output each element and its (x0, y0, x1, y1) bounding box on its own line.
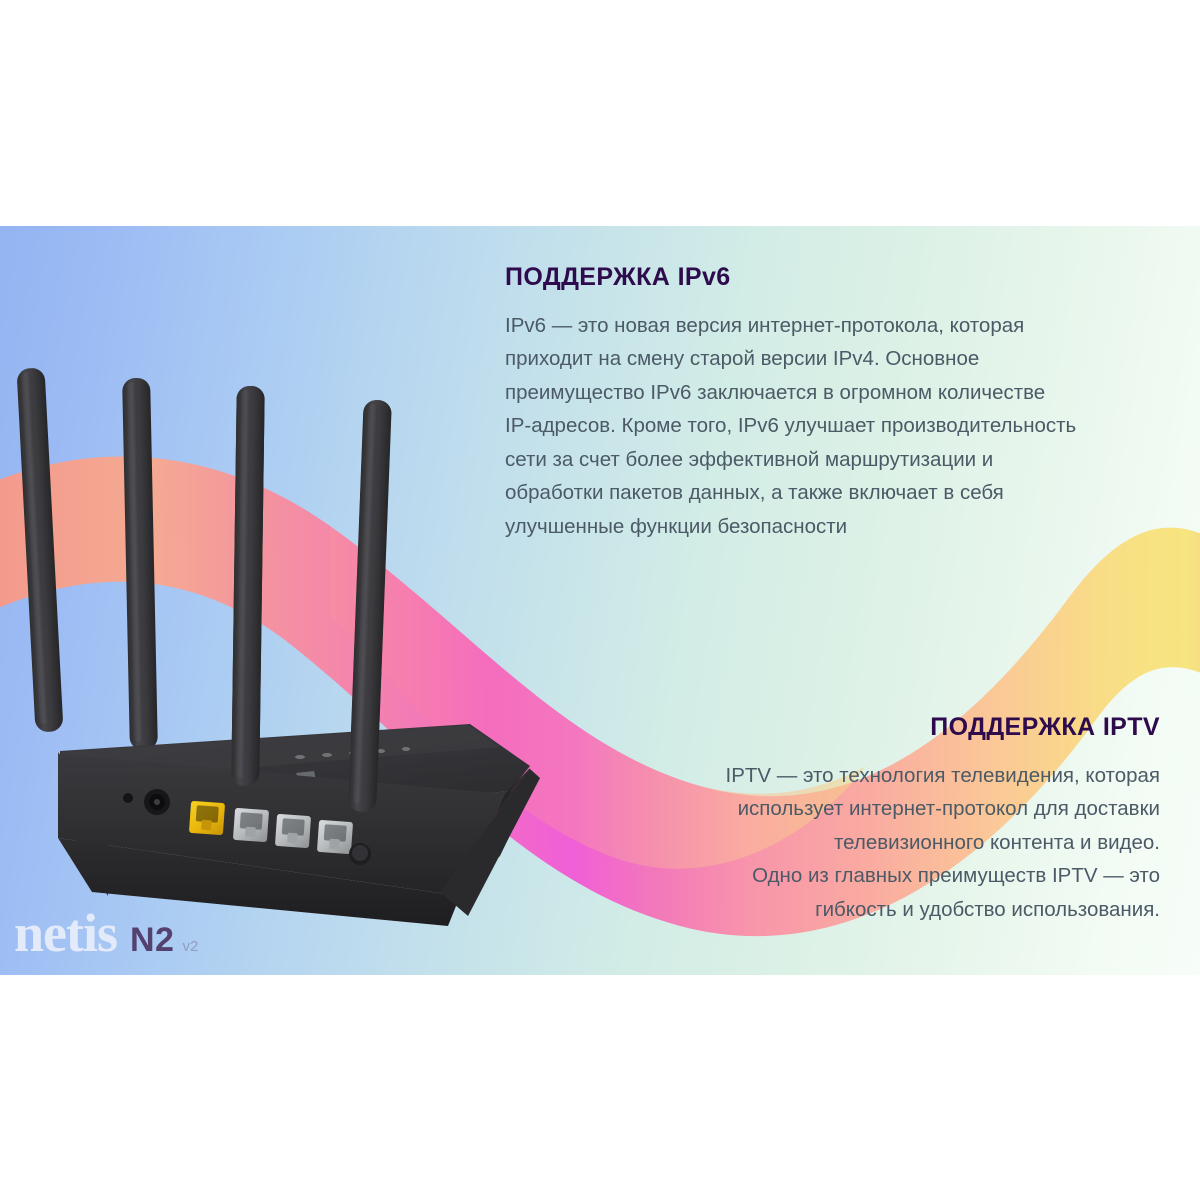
reset-pinhole (123, 793, 133, 803)
iptv-line: гибкость и удобство использования. (815, 897, 1160, 921)
iptv-line: телевизионного контента и видео. (833, 830, 1160, 854)
model-name: N2 (130, 921, 175, 959)
ipv6-line: IP-адресов. Кроме того, IPv6 улучшает пр… (505, 414, 1077, 437)
ipv6-paragraph: IPv6 — это новая версия интернет-протоко… (505, 309, 1115, 544)
ipv6-line: преимущество IPv6 заключается в огромном… (505, 380, 1046, 404)
ipv6-line: сети за счет более эффективной маршрутиз… (505, 447, 994, 471)
ipv6-line: обработки пакетов данных, а также включа… (505, 481, 1004, 504)
iptv-paragraph: IPTV — это технология телевидения, котор… (660, 759, 1161, 927)
lan-port-2 (275, 814, 311, 848)
port-row (123, 789, 371, 865)
revision-label: v2 (182, 938, 199, 955)
wps-button (349, 843, 371, 865)
ipv6-line: улучшенные функции безопасности (505, 514, 848, 538)
section-ipv6: ПОДДЕРЖКА IPv6 IPv6 — это новая версия и… (505, 263, 1115, 544)
iptv-line: Одно из главных преимуществ IPTV — это (752, 864, 1160, 887)
lan-port-3 (317, 820, 353, 854)
router-device-image (17, 368, 540, 926)
antenna-2 (122, 378, 158, 750)
wan-port (189, 801, 225, 835)
ipv6-line: IPv6 — это новая версия интернет-протоко… (505, 313, 1025, 337)
brand-logo: netis N2 v2 (14, 906, 198, 960)
brand-name: netis (14, 903, 118, 963)
ipv6-line: приходит на смену старой версии IPv4. Ос… (505, 347, 980, 370)
iptv-heading: ПОДДЕРЖКА IPTV (930, 713, 1160, 741)
letterbox-top (0, 0, 1200, 226)
content-band: ПОДДЕРЖКА IPv6 IPv6 — это новая версия и… (0, 226, 1200, 975)
ipv6-heading: ПОДДЕРЖКА IPv6 (505, 263, 731, 291)
antenna-1 (17, 368, 63, 732)
antenna-front-legs (231, 386, 392, 812)
section-iptv: ПОДДЕРЖКА IPTV IPTV — это технология тел… (660, 713, 1161, 927)
lan-port-1 (233, 808, 269, 842)
router-chassis (58, 724, 540, 926)
iptv-line: IPTV — это технология телевидения, котор… (725, 763, 1161, 787)
iptv-line: использует интернет-протокол для доставк… (737, 797, 1160, 820)
decorative-ribbon (0, 456, 1200, 937)
letterbox-bottom (0, 975, 1200, 1200)
power-jack (144, 789, 170, 815)
